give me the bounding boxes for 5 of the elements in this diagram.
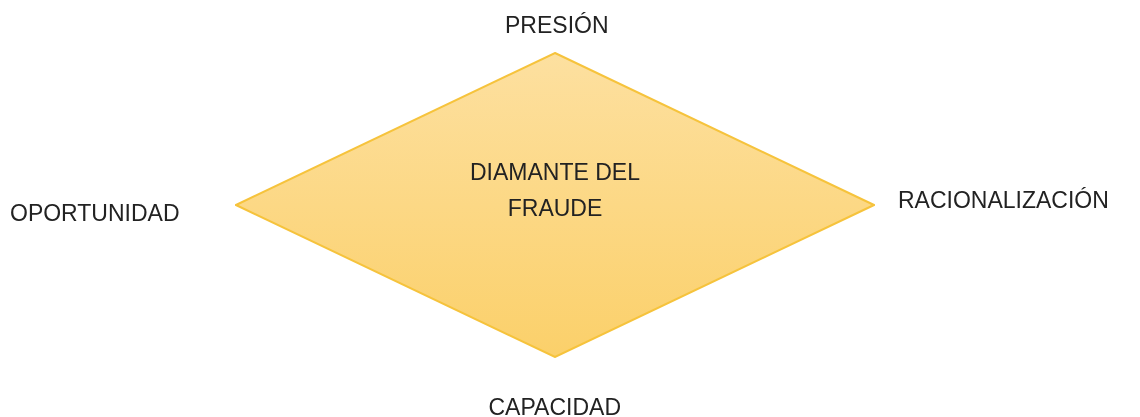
corner-label: CAPACIDAD <box>488 393 621 417</box>
corner-label: OPORTUNIDAD <box>10 199 180 227</box>
corner-label: PRESIÓN <box>505 11 609 39</box>
diamond-label: DIAMANTE DEL FRAUDE <box>469 158 641 223</box>
corner-label: RACIONALIZACIÓN <box>898 186 1109 214</box>
